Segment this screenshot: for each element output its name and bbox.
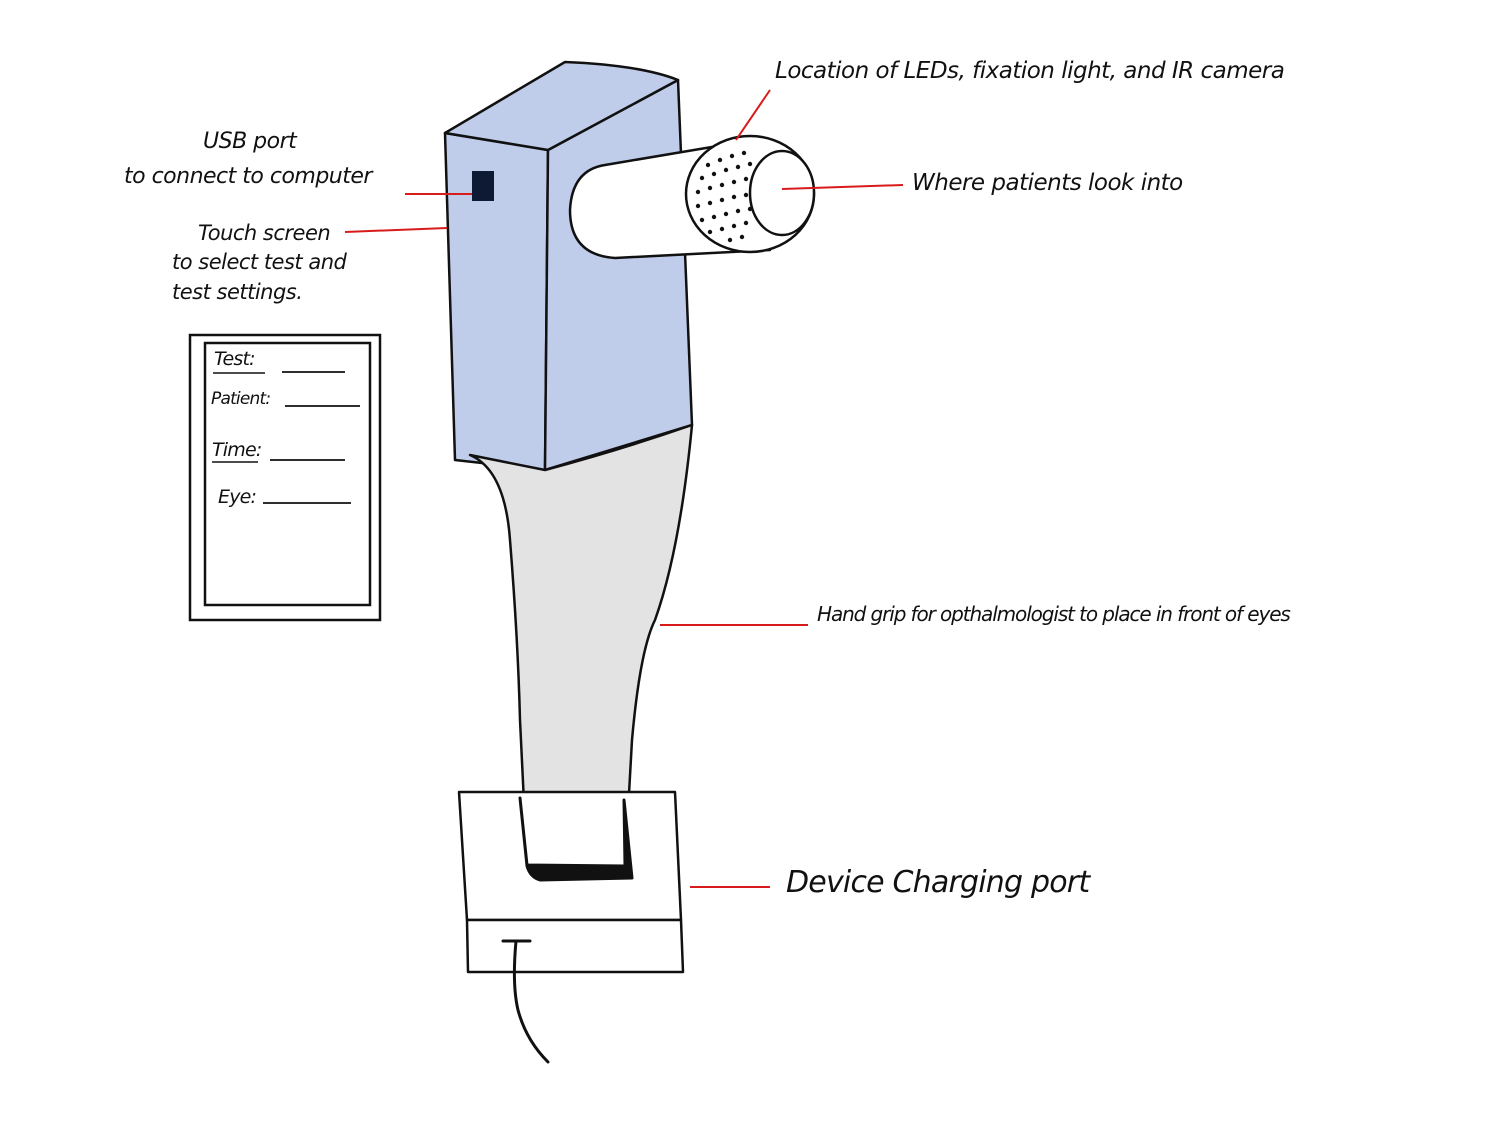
screen-inner-frame (203, 341, 372, 607)
base-top (457, 790, 683, 922)
screen-field-test: Test: (214, 348, 255, 370)
eyepiece (568, 134, 816, 260)
screen-field-patient: Patient: (211, 389, 271, 409)
charging-base (457, 790, 685, 1064)
hand-grip (468, 423, 694, 867)
device-body-top (443, 60, 680, 152)
leader-touch (344, 227, 448, 233)
leader-look-into (781, 184, 904, 190)
charging-slot (518, 796, 634, 882)
label-charging: Device Charging port (786, 865, 1090, 900)
label-usb-line1: USB port (203, 129, 297, 154)
base-bottom (465, 918, 685, 974)
device-body (443, 60, 694, 472)
label-touch-line3: test settings. (172, 280, 303, 304)
eyepiece-lens (748, 149, 816, 237)
label-leds: Location of LEDs, fixation light, and IR… (775, 58, 1285, 84)
label-touch-line1: Touch screen (198, 221, 331, 245)
power-cord (501, 939, 550, 1064)
touch-screen-mockup (188, 333, 382, 622)
label-usb-line2: to connect to computer (124, 164, 372, 189)
leader-lines (344, 89, 904, 888)
label-touch-line2: to select test and (172, 250, 347, 274)
screen-field-eye: Eye: (218, 486, 257, 508)
device-body-front (443, 131, 550, 472)
label-grip: Hand grip for opthalmologist to place in… (817, 602, 1291, 626)
screen-field-time: Time: (212, 439, 262, 461)
label-look-into: Where patients look into (912, 170, 1183, 196)
usb-port-icon (472, 171, 494, 201)
leader-leds (735, 89, 771, 141)
led-dots-icon (695, 150, 753, 243)
